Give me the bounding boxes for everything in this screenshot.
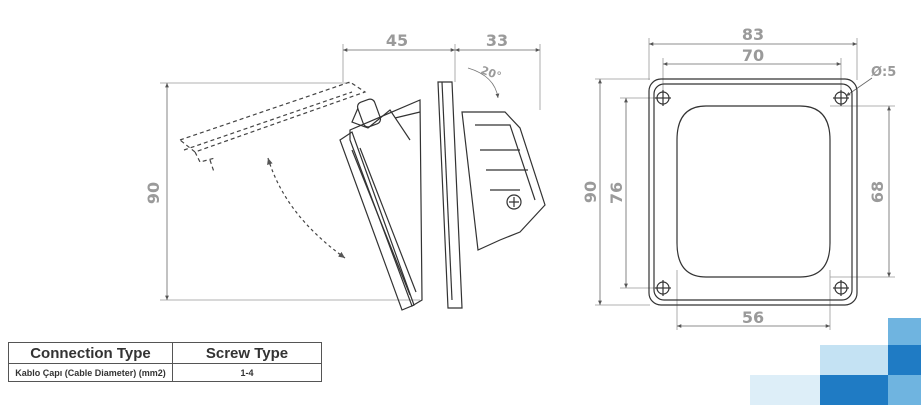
socket-body [339, 81, 546, 311]
brand-block-mid-1 [888, 318, 921, 345]
brand-block-light-1 [820, 345, 888, 375]
front-opening [676, 105, 831, 278]
spec-table: Connection Type Screw Type Kablo Çapı (C… [8, 342, 322, 382]
brand-block-mid-2 [888, 375, 921, 405]
rotation-arc [267, 157, 346, 259]
header-connection-type: Connection Type [8, 342, 173, 364]
dim-diameter-label: Ø:5 [871, 65, 896, 80]
brand-block-dark-1 [888, 345, 921, 375]
dim-56-label: 56 [742, 308, 764, 327]
dim-70-label: 70 [742, 46, 764, 65]
front-view [595, 38, 895, 330]
side-view [160, 44, 546, 311]
angle-label: 20° [479, 64, 503, 83]
dim-90-front-label: 90 [581, 181, 600, 203]
brand-graphic [750, 318, 921, 405]
front-plate-outer [648, 78, 858, 306]
cell-cable-diameter-value: 1-4 [172, 363, 322, 382]
dim-33-label: 33 [486, 31, 508, 50]
open-lid-dashed [178, 81, 367, 173]
brand-block-light-2 [750, 375, 820, 405]
leader-diameter [845, 77, 873, 97]
dim-90-side-label: 90 [144, 182, 163, 204]
dim-45-label: 45 [386, 31, 408, 50]
dim-83-label: 83 [742, 25, 764, 44]
dim-68-label: 68 [868, 181, 887, 203]
table-row: Kablo Çapı (Cable Diameter) (mm2) 1-4 [8, 363, 322, 382]
header-screw-type: Screw Type [172, 342, 322, 364]
dim-76-label: 76 [607, 182, 626, 204]
brand-block-dark-2 [820, 375, 888, 405]
mounting-holes [655, 90, 849, 296]
spec-table-header-row: Connection Type Screw Type [8, 342, 322, 364]
front-plate-inner [653, 83, 853, 301]
cell-cable-diameter-label: Kablo Çapı (Cable Diameter) (mm2) [8, 363, 173, 382]
